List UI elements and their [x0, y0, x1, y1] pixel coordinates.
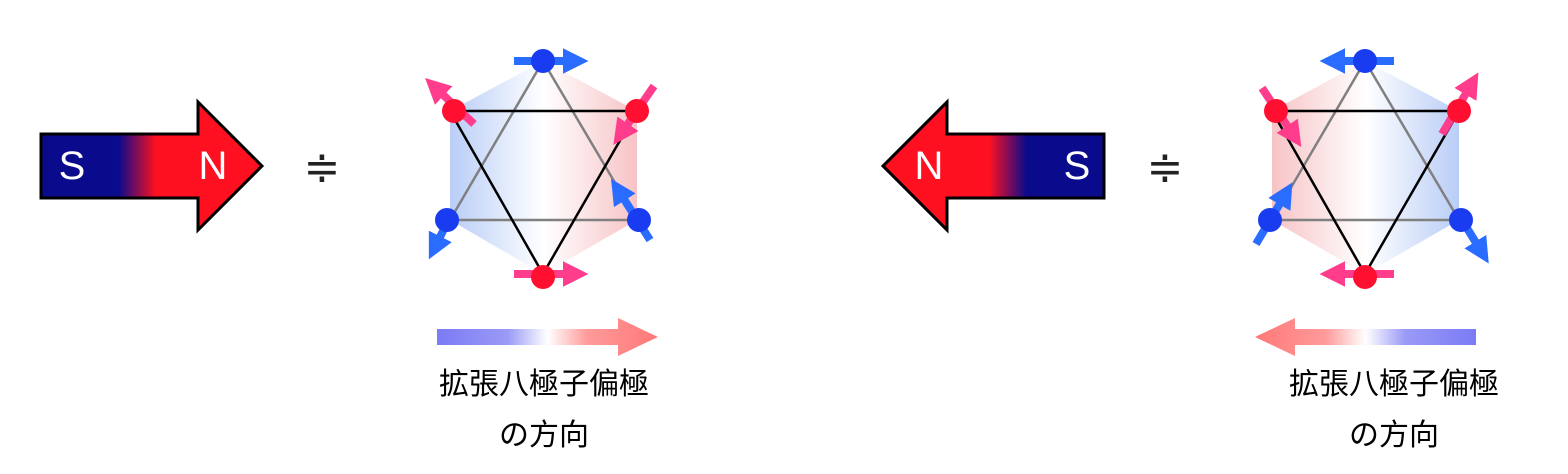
- panel-left: S N ≑ 拡張八極子偏極 の方向: [39, 48, 658, 453]
- atom-blue: [627, 208, 651, 232]
- magnet-south-label: S: [1064, 144, 1091, 188]
- caption-line-1: 拡張八極子偏極: [439, 367, 649, 402]
- atom-blue: [531, 49, 555, 73]
- magnet-right: S N: [39, 98, 265, 234]
- atom-red: [1264, 99, 1288, 123]
- magnet-left: N S: [880, 98, 1106, 234]
- atom-blue: [1258, 208, 1282, 232]
- atom-red: [625, 99, 649, 123]
- atom-red: [1447, 99, 1471, 123]
- polarization-direction-arrow: [437, 318, 658, 356]
- atom-red: [531, 265, 555, 289]
- atom-red: [1353, 265, 1377, 289]
- caption-line-2: の方向: [1349, 418, 1439, 453]
- approx-equal-symbol: ≑: [1147, 142, 1184, 193]
- caption-line-2: の方向: [499, 418, 589, 453]
- atom-blue: [1353, 49, 1377, 73]
- caption-line-1: 拡張八極子偏極: [1289, 367, 1499, 402]
- polarization-direction-arrow: [1255, 318, 1476, 356]
- magnet-south-label: S: [59, 144, 86, 188]
- magnet-north-label: N: [199, 144, 228, 188]
- kagome-hexagon: [425, 48, 658, 289]
- atom-blue: [435, 208, 459, 232]
- atom-blue: [1449, 208, 1473, 232]
- atom-red: [442, 99, 466, 123]
- panel-right: N S ≑ 拡張八極子偏極 の方向: [880, 48, 1499, 453]
- kagome-hexagon: [1252, 48, 1489, 289]
- magnet-north-label: N: [915, 144, 944, 188]
- approx-equal-symbol: ≑: [304, 142, 341, 193]
